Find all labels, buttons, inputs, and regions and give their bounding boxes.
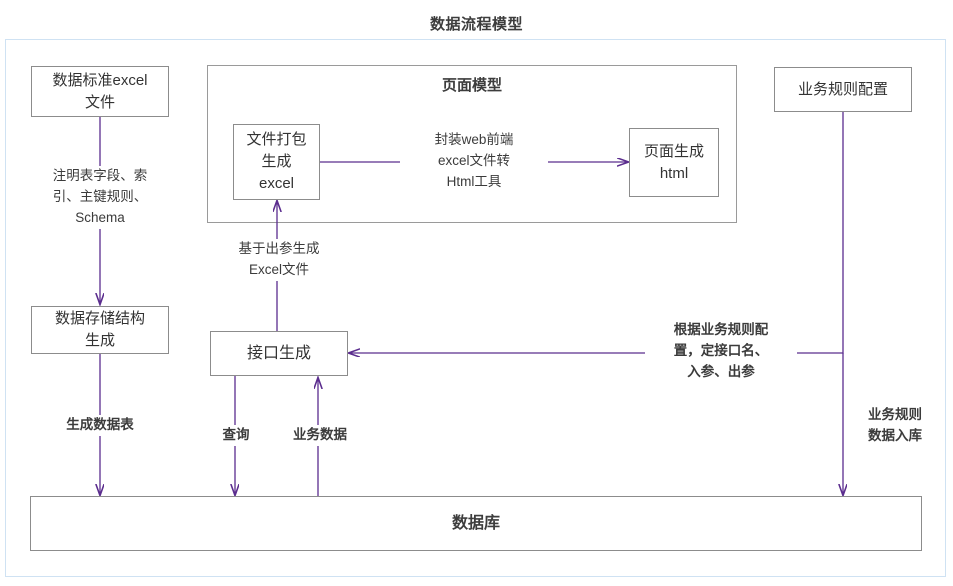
edge-label-by-business-rule-config: 根据业务规则配 置，定接口名、 入参、出参 [645, 320, 797, 383]
edge-label-line: 引、主键规则、 [52, 188, 148, 204]
edge-label-based-on-output-excel: 基于出参生成 Excel文件 [205, 239, 353, 281]
diagram-outer-frame [5, 39, 946, 577]
edge-label-line: 数据入库 [868, 427, 922, 443]
node-interface-generate[interactable]: 接口生成 [210, 331, 348, 376]
edge-label-line: 根据业务规则配 [673, 322, 769, 337]
edge-label-generate-data-table: 生成数据表 [30, 415, 170, 436]
node-line: 数据标准excel [52, 71, 148, 89]
node-business-rule-config[interactable]: 业务规则配置 [774, 67, 912, 112]
node-data-storage-structure[interactable]: 数据存储结构 生成 [31, 306, 169, 354]
node-line: 文件 [84, 93, 115, 111]
edge-label-line: 注明表字段、索 [52, 168, 148, 183]
node-line: 生成 [84, 332, 115, 349]
node-file-package-excel[interactable]: 文件打包 生成 excel [233, 124, 320, 200]
group-page-model-title: 页面模型 [441, 77, 502, 94]
node-line: html [659, 164, 689, 182]
node-line: 生成 [261, 153, 292, 171]
edge-label-line: Excel文件 [248, 261, 309, 277]
node-line: 接口生成 [246, 344, 311, 362]
edge-label-line: excel文件转 [437, 152, 510, 168]
edge-label-business-data: 业务数据 [277, 425, 363, 446]
edge-label-schema-note: 注明表字段、索 引、主键规则、 Schema [24, 166, 176, 229]
edge-label-line: 查询 [222, 427, 250, 442]
edge-label-line: 入参、出参 [687, 363, 755, 379]
edge-label-line: Html工具 [446, 173, 502, 189]
node-line: 数据库 [451, 514, 500, 532]
node-line: 页面生成 [643, 142, 704, 160]
edge-label-line: 生成数据表 [66, 417, 134, 432]
node-database[interactable]: 数据库 [30, 496, 922, 551]
edge-label-line: 置，定接口名、 [673, 342, 769, 358]
edge-label-line: 业务规则 [868, 407, 922, 422]
node-data-standard-excel[interactable]: 数据标准excel 文件 [31, 66, 169, 117]
page-title: 数据流程模型 [429, 16, 523, 33]
edge-label-line: 业务数据 [293, 427, 347, 442]
edge-label-line: 封装web前端 [434, 132, 514, 147]
edge-label-line: Schema [75, 209, 125, 225]
edge-label-query: 查询 [205, 425, 267, 446]
node-line: 业务规则配置 [797, 80, 888, 98]
node-page-generate-html[interactable]: 页面生成 html [629, 128, 719, 197]
node-line: excel [258, 174, 295, 192]
edge-label-line: 基于出参生成 [238, 241, 320, 256]
edge-label-business-rule-data-into-db: 业务规则 数据入库 [855, 405, 935, 447]
node-line: 文件打包 [246, 131, 307, 149]
edge-label-wrap-web-frontend-tool: 封装web前端 excel文件转 Html工具 [400, 130, 548, 193]
node-line: 数据存储结构 [54, 310, 145, 328]
